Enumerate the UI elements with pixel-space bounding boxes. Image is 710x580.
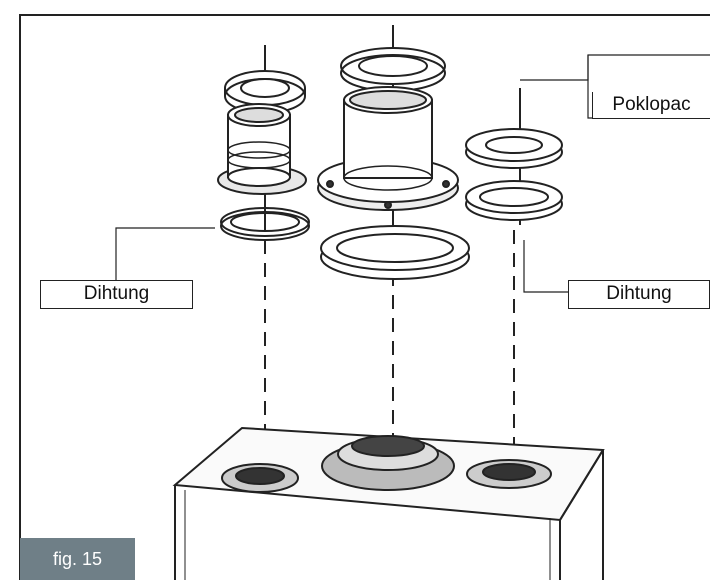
center-top-ring	[340, 47, 446, 92]
boiler-port-center	[321, 435, 455, 491]
figure-tag: fig. 15	[20, 538, 135, 580]
boiler-port-right	[466, 459, 552, 489]
leader-lines	[115, 54, 710, 293]
left-pipe-adapter	[217, 103, 307, 195]
right-cover	[465, 128, 563, 169]
label-dihtung-right: Dihtung	[568, 280, 710, 309]
label-poklopac: Poklopac	[592, 92, 710, 119]
label-dihtung-left: Dihtung	[40, 280, 193, 309]
left-gasket	[220, 207, 310, 241]
right-gasket	[465, 180, 563, 221]
center-gasket	[320, 225, 470, 280]
center-flange-adapter	[317, 86, 459, 211]
figure-frame	[19, 14, 710, 580]
boiler-port-left	[221, 463, 299, 493]
